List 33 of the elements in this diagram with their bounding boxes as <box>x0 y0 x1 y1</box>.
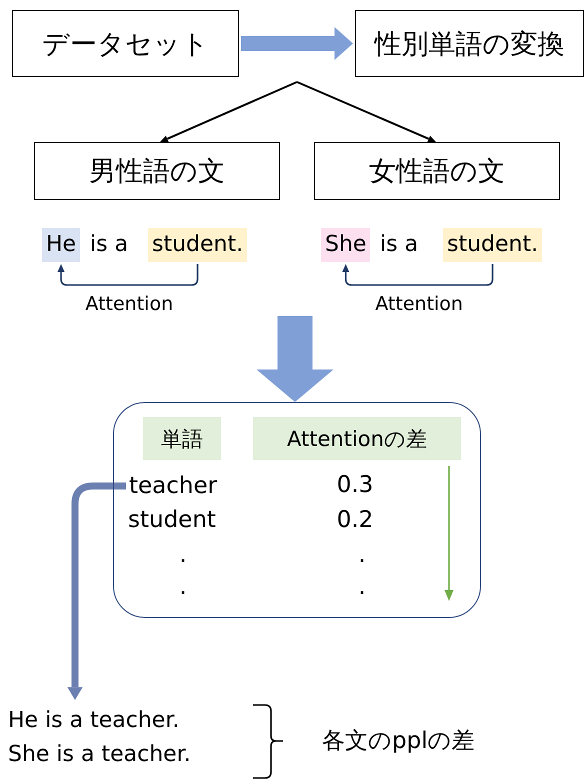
process-box: 女性語の文 <box>314 142 560 200</box>
value-text: 0.2 <box>336 506 374 535</box>
ellipsis-dot: . <box>358 573 366 602</box>
word-text: student <box>128 506 216 535</box>
arrow <box>160 81 298 142</box>
value-text: 0.3 <box>336 471 374 500</box>
table-panel <box>113 402 481 618</box>
process-box: データセット <box>12 10 239 77</box>
word-text: is a <box>380 231 418 259</box>
block-arrow <box>241 27 353 60</box>
highlighted-word: She <box>321 228 370 262</box>
ellipsis-dot: . <box>179 573 187 602</box>
annotation-text: 各文のpplの差 <box>322 727 475 756</box>
sentence-text: She is a teacher. <box>8 741 191 769</box>
arrow <box>58 264 198 286</box>
highlighted-word: He <box>42 228 80 262</box>
highlighted-word: student. <box>148 228 248 262</box>
ellipsis-dot: . <box>179 541 187 570</box>
block-arrow <box>67 482 126 700</box>
edge-label: Attention <box>85 293 174 315</box>
column-header: Attentionの差 <box>253 417 461 460</box>
word-text: teacher <box>129 471 218 501</box>
process-box: 性別単語の変換 <box>355 10 584 77</box>
word-text: is a <box>90 231 128 259</box>
arrow <box>296 81 436 142</box>
column-header: 単語 <box>143 417 221 460</box>
arrow <box>342 264 494 286</box>
sentence-text: He is a teacher. <box>8 707 180 735</box>
highlighted-word: student. <box>443 228 542 262</box>
edge-label: Attention <box>375 293 463 315</box>
ellipsis-dot: . <box>358 541 366 570</box>
block-arrow <box>256 316 334 402</box>
process-box: 男性語の文 <box>34 142 280 200</box>
